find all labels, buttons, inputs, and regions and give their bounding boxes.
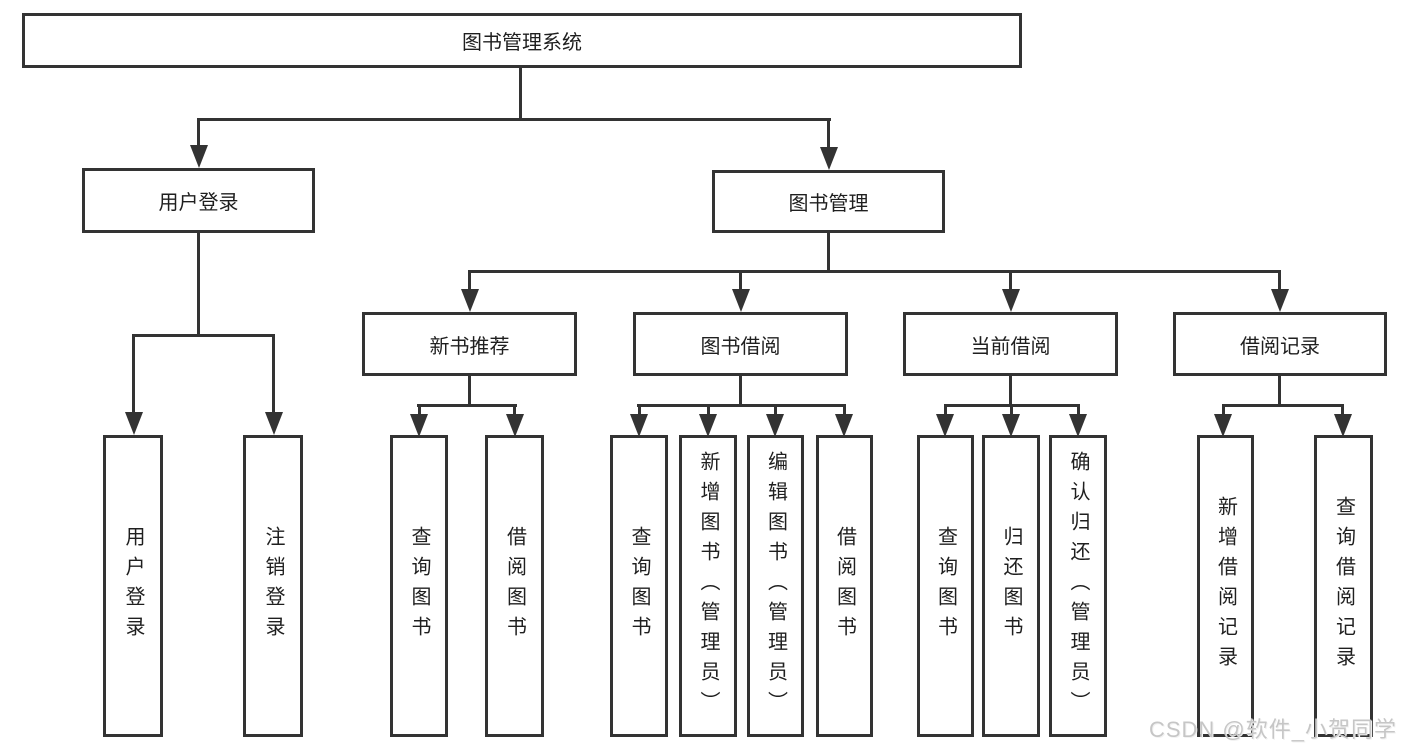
connector-to-borrow-records (1278, 270, 1281, 292)
leaf-borrow-add-book-admin-label: 新增图书（管理员） (697, 451, 719, 721)
csdn-watermark: CSDN @软件_小贺同学 (1148, 717, 1397, 742)
leaf-logout: 注销登录 (243, 435, 303, 737)
leaf-borrow-borrow-book-label: 借阅图书 (833, 526, 856, 646)
leaf-current-confirm-return-admin-label: 确认归还（管理员） (1067, 451, 1089, 721)
node-book-management: 图书管理 (712, 170, 945, 233)
arrow-to-book-management (820, 147, 838, 170)
connector-user-login-down (197, 233, 200, 337)
node-root-system-label: 图书管理系统 (462, 32, 582, 54)
arrow-to-current-confirm-return (1069, 414, 1087, 437)
connector-level3-split (468, 270, 1281, 273)
leaf-current-return-book: 归还图书 (982, 435, 1040, 737)
connector-stub (1077, 404, 1080, 416)
node-root-system: 图书管理系统 (22, 13, 1022, 68)
connector-stub (843, 404, 846, 416)
node-user-login-label: 用户登录 (158, 192, 239, 214)
connector-stub (944, 404, 947, 416)
connector-to-new-book (468, 270, 471, 292)
arrow-to-borrow-add-book (699, 414, 717, 437)
arrow-to-current-return-book (1002, 414, 1020, 437)
leaf-current-query-book: 查询图书 (917, 435, 974, 737)
connector-to-user-login (197, 118, 200, 147)
arrow-to-recommend-query-book (410, 414, 428, 437)
leaf-records-add-record-label: 新增借阅记录 (1214, 496, 1237, 676)
node-book-borrow-label: 图书借阅 (700, 335, 781, 358)
leaf-records-query-record-label: 查询借阅记录 (1332, 496, 1355, 676)
connector-stub (513, 404, 516, 416)
arrow-to-records-query-record (1334, 414, 1352, 437)
node-borrow-records-label: 借阅记录 (1240, 335, 1320, 358)
arrow-to-borrow-edit-book (766, 414, 784, 437)
arrow-to-borrow-borrow-book (835, 414, 853, 437)
leaf-recommend-borrow-book: 借阅图书 (485, 435, 544, 737)
leaf-records-query-record: 查询借阅记录 (1314, 435, 1373, 737)
connector-borrow-records-split (1222, 404, 1344, 407)
node-new-book-recommend: 新书推荐 (362, 312, 577, 376)
arrow-to-leaf-user-login (125, 412, 143, 435)
leaf-logout-label: 注销登录 (262, 526, 284, 646)
connector-level2-split (197, 118, 831, 121)
connector-current-borrow-down (1009, 376, 1012, 407)
connector-new-book-down (468, 376, 471, 407)
node-new-book-recommend-label: 新书推荐 (429, 335, 510, 358)
connector-stub (1341, 404, 1344, 416)
connector-to-leaf-logout (272, 334, 275, 416)
leaf-records-add-record: 新增借阅记录 (1197, 435, 1254, 737)
node-book-management-label: 图书管理 (788, 193, 869, 215)
node-current-borrow-label: 当前借阅 (970, 335, 1051, 358)
connector-stub (707, 404, 710, 416)
node-book-borrow: 图书借阅 (633, 312, 848, 376)
leaf-borrow-edit-book-admin: 编辑图书（管理员） (747, 435, 804, 737)
arrow-to-book-borrow (732, 289, 750, 312)
connector-to-book-borrow (739, 270, 742, 292)
leaf-user-login: 用户登录 (103, 435, 163, 737)
arrow-to-current-query-book (936, 414, 954, 437)
leaf-current-query-book-label: 查询图书 (934, 526, 957, 646)
connector-book-borrow-split (637, 404, 846, 407)
leaf-borrow-query-book-label: 查询图书 (628, 526, 650, 646)
connector-to-leaf-user-login (132, 334, 135, 416)
node-borrow-records: 借阅记录 (1173, 312, 1387, 376)
connector-stub (418, 404, 421, 416)
leaf-user-login-label: 用户登录 (122, 526, 144, 646)
leaf-recommend-query-book: 查询图书 (390, 435, 448, 737)
connector-borrow-records-down (1278, 376, 1281, 407)
arrow-to-recommend-borrow-book (506, 414, 524, 437)
node-user-login: 用户登录 (82, 168, 315, 233)
leaf-borrow-edit-book-admin-label: 编辑图书（管理员） (764, 451, 787, 721)
arrow-to-records-add-record (1214, 414, 1232, 437)
leaf-recommend-query-book-label: 查询图书 (408, 526, 430, 646)
leaf-current-confirm-return-admin: 确认归还（管理员） (1049, 435, 1107, 737)
connector-book-borrow-down (739, 376, 742, 407)
arrow-to-borrow-query-book (630, 414, 648, 437)
arrow-to-borrow-records (1271, 289, 1289, 312)
connector-new-book-split (417, 404, 517, 407)
connector-stub (638, 404, 641, 416)
connector-root-down (519, 68, 522, 121)
connector-stub (1222, 404, 1225, 416)
arrow-to-user-login (190, 145, 208, 168)
leaf-borrow-add-book-admin: 新增图书（管理员） (679, 435, 737, 737)
arrow-to-current-borrow (1002, 289, 1020, 312)
connector-user-login-split (132, 334, 275, 337)
leaf-borrow-query-book: 查询图书 (610, 435, 668, 737)
connector-to-current-borrow (1009, 270, 1012, 292)
arrow-to-leaf-logout (265, 412, 283, 435)
node-current-borrow: 当前借阅 (903, 312, 1118, 376)
connector-stub (1010, 404, 1013, 416)
leaf-current-return-book-label: 归还图书 (1000, 526, 1022, 646)
connector-book-management-down (827, 233, 830, 273)
arrow-to-new-book (461, 289, 479, 312)
connector-to-book-management (827, 118, 830, 149)
leaf-borrow-borrow-book: 借阅图书 (816, 435, 873, 737)
connector-stub (774, 404, 777, 416)
leaf-recommend-borrow-book-label: 借阅图书 (503, 526, 526, 646)
